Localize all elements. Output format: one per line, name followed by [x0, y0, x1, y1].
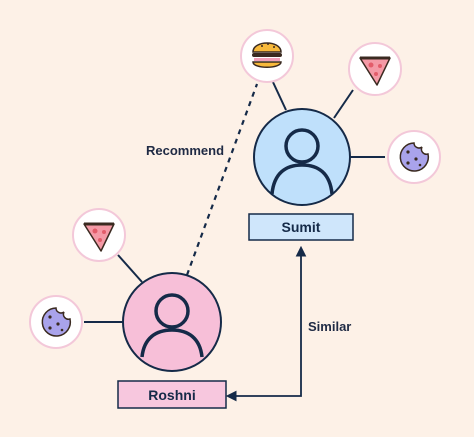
recommend-label: Recommend [146, 143, 224, 158]
burger-icon [252, 42, 282, 68]
pizza-icon [359, 56, 391, 86]
roshni-pizza-edge [117, 254, 143, 283]
pizza-icon [83, 222, 115, 252]
similar-edge [225, 245, 307, 402]
roshni-avatar[interactable] [122, 272, 222, 372]
pizza-item-roshni[interactable] [72, 208, 126, 262]
roshni-name: Roshni [148, 387, 195, 403]
user-icon [154, 293, 190, 329]
cookie-item-roshni[interactable] [29, 295, 83, 349]
cookie-item-sumit[interactable] [387, 130, 441, 184]
user-icon [284, 128, 320, 164]
cookie-icon [41, 307, 72, 337]
sumit-avatar[interactable] [253, 108, 351, 206]
cookie-icon [399, 142, 430, 172]
recommend-edge [185, 83, 259, 276]
roshni-name-box[interactable]: Roshni [117, 380, 227, 409]
sumit-name: Sumit [282, 219, 321, 235]
burger-item[interactable] [240, 29, 294, 83]
sumit-pizza-edge [333, 89, 354, 119]
similar-label: Similar [308, 319, 351, 334]
pizza-item-sumit[interactable] [348, 42, 402, 96]
sumit-name-box[interactable]: Sumit [248, 213, 354, 241]
sumit-burger-edge [271, 79, 287, 111]
